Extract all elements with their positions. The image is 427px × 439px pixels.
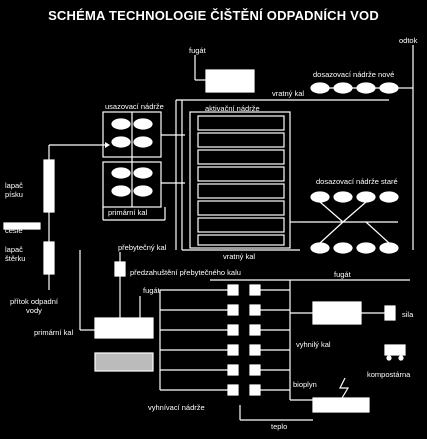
vyhnivaci-nadrze-group [160, 284, 290, 396]
kompostarna-truck [384, 344, 406, 356]
label-bioplyn: bioplyn [293, 380, 317, 389]
label-primarni-kal-lower: primární kal [34, 328, 74, 337]
label-fugat-top: fugát [189, 46, 206, 55]
label-vratny-kal-bottom: vratný kal [223, 252, 256, 261]
label-teplo: teplo [271, 422, 288, 431]
sila-unit [384, 305, 396, 321]
label-kompostarna: kompostárna [367, 370, 411, 379]
label-prebytecny-kal: přebytečný kal [118, 243, 167, 252]
label-fugat-right: fugát [334, 270, 351, 279]
label-aktivacni-nadrze: aktivační nádrže [205, 104, 260, 113]
lapac-pisku-unit [43, 159, 55, 213]
label-cesle: česle [5, 226, 23, 235]
sludge-unit-lower [94, 352, 154, 372]
fugat-top-unit [205, 69, 255, 93]
vyhnily-kal-unit [312, 301, 362, 325]
label-dosazovaci-nove: dosazovací nádrže nové [313, 70, 395, 79]
label-vratny-kal-top: vratný kal [272, 89, 305, 98]
sludge-unit-upper [94, 317, 154, 339]
lapac-sterku-unit [43, 241, 55, 275]
label-sila: sila [402, 310, 414, 319]
label-vyhnily-kal: vyhnilý kal [296, 340, 331, 349]
aktivacni-nadrze-group [189, 111, 291, 249]
label-odtok: odtok [399, 36, 418, 45]
label-fugat-mid: fugát [143, 286, 160, 295]
label-pritok: přítok odpadní vody [10, 297, 58, 315]
label-predzahusteni: předzahuštění přebytečného kalu [130, 268, 241, 277]
label-usazovaci-nadrze: usazovací nádrže [105, 102, 164, 111]
label-vyhnivaci-nadrze: vyhnívací nádrže [148, 403, 205, 412]
dosazovaci-stare-group [300, 191, 399, 254]
dosazovaci-nove-group [310, 82, 399, 101]
label-primarni-kal-upper: primární kal [108, 208, 148, 217]
diagram-title: SCHÉMA TECHNOLOGIE ČIŠTĚNÍ ODPADNÍCH VOD [48, 8, 379, 23]
usazovaci-nadrze-group [102, 111, 162, 208]
label-lapac-sterku: lapač štěrku [5, 245, 26, 263]
cesle-unit [3, 222, 41, 230]
label-dosazovaci-stare: dosazovací nádrže staré [316, 177, 398, 186]
label-lapac-pisku: lapač písku [5, 181, 23, 199]
predzahusteni-unit [114, 261, 126, 277]
bioplyn-unit [312, 397, 370, 413]
